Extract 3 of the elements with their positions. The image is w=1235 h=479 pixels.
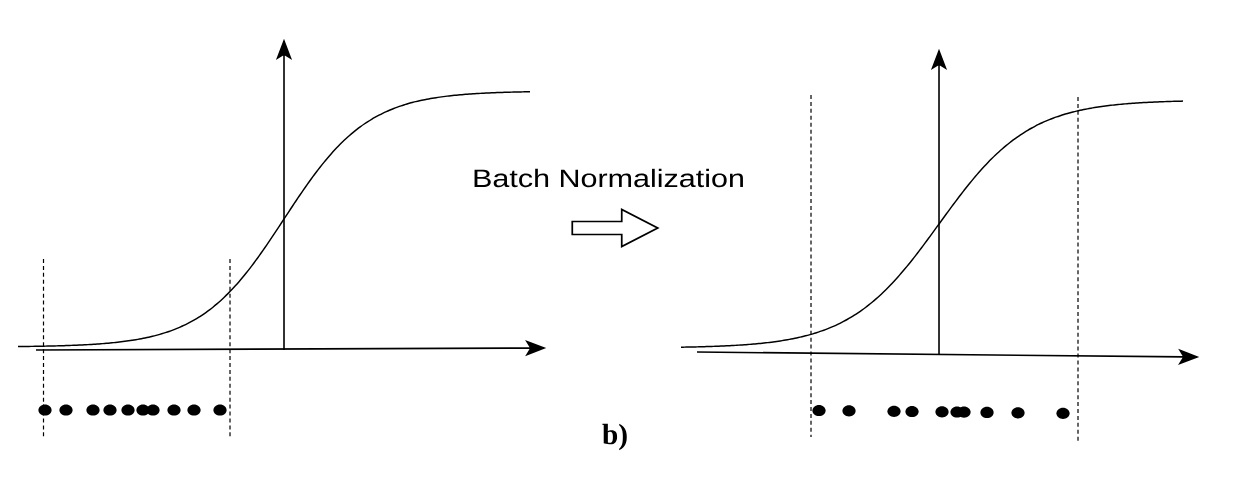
block-arrow [571,208,660,248]
caption: b) [602,423,627,451]
edge-label: Batch Normalization [474,168,743,188]
